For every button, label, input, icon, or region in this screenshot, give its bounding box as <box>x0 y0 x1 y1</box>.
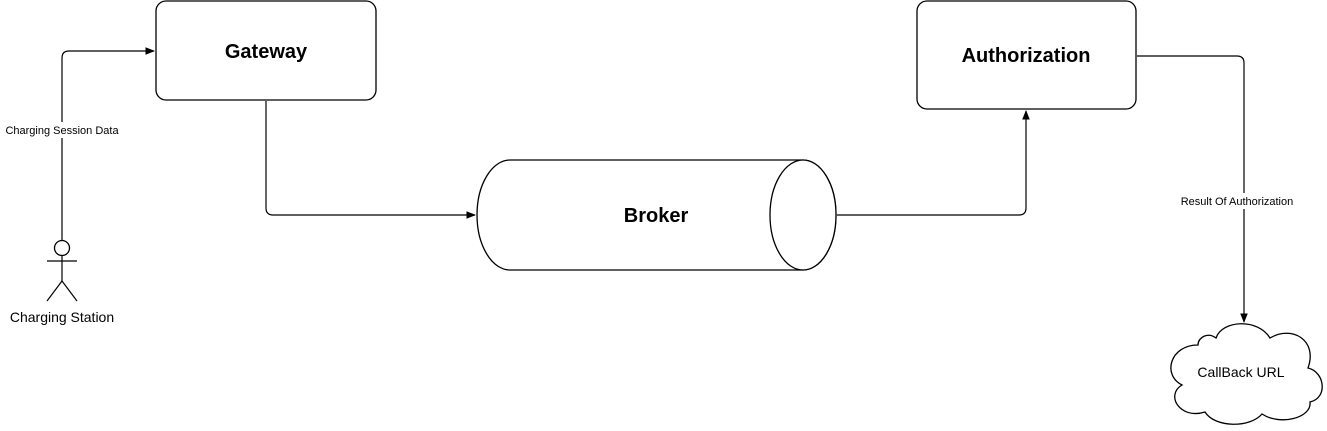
broker-label: Broker <box>624 205 689 227</box>
charging-station-actor[interactable]: Charging Station <box>10 239 114 326</box>
gateway-node[interactable]: Gateway <box>155 0 377 101</box>
gateway-label: Gateway <box>225 41 308 63</box>
authorization-label: Authorization <box>962 45 1091 67</box>
edge-station-to-gateway: Charging Session Data <box>0 47 155 240</box>
authorization-node[interactable]: Authorization <box>916 0 1137 110</box>
callback-url-node[interactable]: CallBack URL <box>1170 323 1323 425</box>
edge-authorization-to-callback: Result Of Authorization <box>1137 55 1302 323</box>
edge-label-result-of-authorization: Result Of Authorization <box>1181 196 1294 208</box>
callback-url-label: CallBack URL <box>1197 364 1284 380</box>
actor-icon <box>46 239 78 302</box>
cloud-icon <box>1170 323 1323 425</box>
edge-gateway-to-broker <box>265 101 476 219</box>
edge-label-charging-session-data: Charging Session Data <box>5 125 119 137</box>
edge-broker-to-authorization <box>837 110 1030 216</box>
charging-station-label: Charging Station <box>10 309 114 325</box>
broker-node[interactable]: Broker <box>476 159 837 271</box>
